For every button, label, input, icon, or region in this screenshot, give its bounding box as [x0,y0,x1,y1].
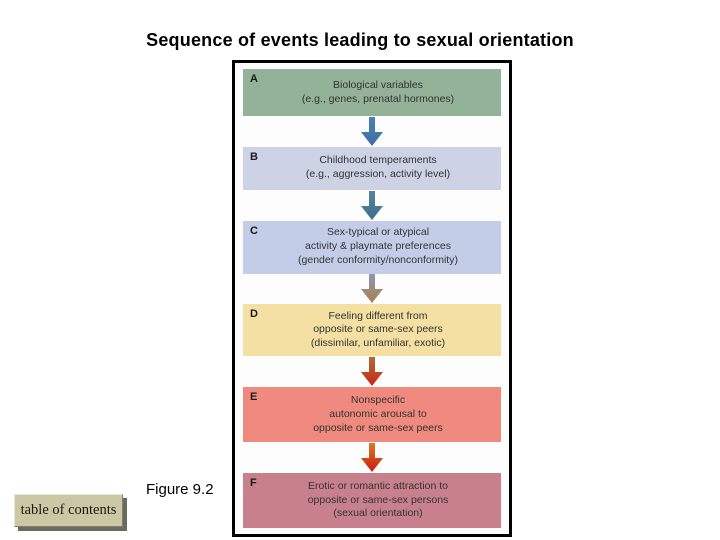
step-text-line: opposite or same-sex peers [313,323,443,336]
step-box-b: B Childhood temperaments (e.g., aggressi… [243,146,501,190]
step-text-line: Sex-typical or atypical [326,226,430,239]
step-text-line: Nonspecific [350,393,406,406]
step-letter: E [250,391,258,404]
step-text-line: opposite or same-sex peers [313,421,443,434]
step-letter: C [250,224,258,237]
step-text-line: (sexual orientation) [333,507,423,520]
table-of-contents-button[interactable]: table of contents [14,494,123,527]
step-text-line: (dissimilar, unfamiliar, exotic) [310,337,446,350]
step-text-line: opposite or same-sex persons [307,493,449,506]
step-text-line: (e.g., aggression, activity level) [305,168,451,181]
step-box-f: F Erotic or romantic attraction to oppos… [243,472,501,528]
step-text-line: Biological variables [333,78,423,91]
step-text-line: Feeling different from [328,309,428,322]
down-arrow-icon [243,274,501,305]
down-arrow-icon [243,190,501,221]
down-arrow-icon [243,356,501,387]
step-box-e: E Nonspecific autonomic arousal to oppos… [243,387,501,443]
down-arrow-icon [243,442,501,473]
step-box-d: D Feeling different from opposite or sam… [243,304,501,357]
page-title: Sequence of events leading to sexual ori… [146,30,574,50]
step-letter: D [250,308,258,321]
step-text-line: (gender conformity/nonconformity) [298,254,458,267]
step-text-line: activity & playmate preferences [305,240,451,253]
step-box-c: C Sex-typical or atypical activity & pla… [243,220,501,274]
step-text-line: Childhood temperaments [319,154,437,167]
step-text-line: Erotic or romantic attraction to [307,479,449,492]
step-letter: A [250,73,258,85]
flowchart-panel: A Biological variables (e.g., genes, pre… [232,60,512,537]
step-text-line: autonomic arousal to [329,407,427,420]
step-letter: B [250,150,258,163]
step-letter: F [250,476,257,489]
figure-label: Figure 9.2 [146,481,214,498]
down-arrow-icon [243,116,501,147]
step-box-a: A Biological variables (e.g., genes, pre… [243,69,501,116]
step-text-line: (e.g., genes, prenatal hormones) [301,92,455,105]
